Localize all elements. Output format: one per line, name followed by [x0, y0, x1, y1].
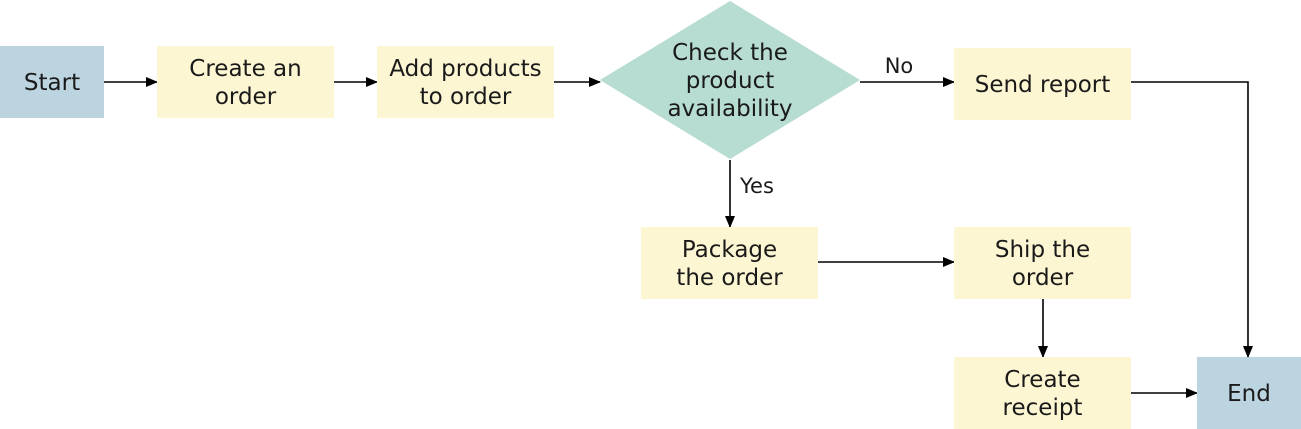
node-label-create-receipt-line-2: receipt — [1003, 395, 1083, 421]
node-start: Start — [0, 46, 104, 118]
node-label-start: Start — [24, 70, 80, 96]
node-label-package-order-line-2: the order — [676, 265, 783, 291]
node-send-report: Send report — [954, 48, 1131, 120]
edge-check-to-package: Yes — [725, 160, 774, 228]
node-label-ship-order-line-2: order — [1012, 265, 1074, 291]
terminal-box — [0, 46, 104, 118]
edge-label-yes: Yes — [739, 174, 774, 198]
arrow-report-to-end — [1131, 81, 1253, 358]
node-label-check-availability-line-1: Check the — [672, 40, 788, 66]
edge-report-to-end — [1131, 81, 1253, 358]
terminal-box — [1197, 357, 1301, 429]
process-box — [641, 227, 818, 299]
node-label-end: End — [1227, 381, 1271, 407]
node-label-check-availability-line-2: product — [686, 68, 774, 94]
process-box — [377, 46, 554, 118]
node-end: End — [1197, 357, 1301, 429]
node-label-add-products-line-2: to order — [420, 84, 512, 110]
process-box — [157, 46, 334, 118]
node-label-create-order-line-1: Create an — [189, 56, 301, 82]
edge-check-to-report: No — [860, 54, 955, 87]
process-box — [954, 227, 1131, 299]
edge-label-no: No — [885, 54, 914, 78]
node-label-ship-order-line-1: Ship the — [995, 237, 1090, 263]
node-label-package-order-line-1: Package — [682, 237, 777, 263]
node-label-check-availability-line-3: availability — [667, 96, 792, 122]
process-box — [954, 48, 1131, 120]
node-label-create-order-line-2: order — [215, 84, 277, 110]
node-label-add-products-line-1: Add products — [389, 56, 541, 82]
decision-diamond — [600, 1, 860, 159]
process-box — [954, 357, 1131, 429]
node-label-create-receipt-line-1: Create — [1004, 367, 1080, 393]
node-label-send-report: Send report — [975, 72, 1110, 98]
